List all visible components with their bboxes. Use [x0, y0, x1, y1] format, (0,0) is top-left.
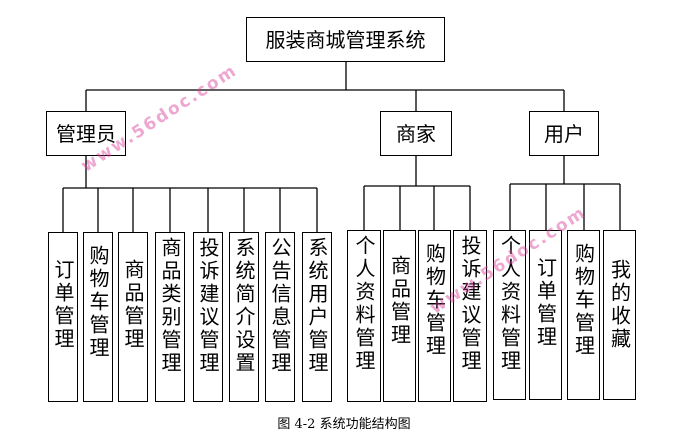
group-label-user: 用户	[544, 121, 584, 146]
group-node-merchant: 商家	[380, 111, 452, 156]
leaf-node: 商品管理	[383, 230, 416, 402]
leaf-node: 投诉建议管理	[193, 232, 223, 402]
leaf-node: 系统用户管理	[302, 232, 332, 402]
root-label: 服装商城管理系统	[265, 27, 426, 52]
leaf-node: 购物车管理	[418, 230, 451, 402]
leaf-label: 购物车管理	[571, 243, 596, 358]
leaf-label: 购物车管理	[86, 245, 110, 360]
leaf-node: 系统简介设置	[229, 232, 259, 402]
leaf-label: 商品管理	[121, 259, 145, 351]
leaf-label: 购物车管理	[422, 243, 447, 358]
leaf-label: 订单管理	[51, 259, 75, 351]
figure-caption: 图 4-2 系统功能结构图	[277, 417, 411, 432]
leaf-node: 我的收藏	[603, 230, 636, 400]
leaf-node: 订单管理	[48, 232, 78, 402]
group-node-admin: 管理员	[46, 111, 126, 156]
group-node-user: 用户	[529, 111, 599, 156]
leaf-label: 个人资料管理	[352, 235, 376, 373]
leaf-node: 购物车管理	[567, 230, 600, 400]
leaf-label: 商品管理	[387, 255, 412, 347]
leaf-node: 公告信息管理	[265, 232, 295, 402]
leaf-label: 投诉建议管理	[196, 237, 220, 375]
leaf-label: 商品类别管理	[158, 237, 182, 375]
leaf-node: 投诉建议管理	[453, 230, 487, 402]
leaf-node: 订单管理	[529, 230, 562, 400]
leaf-label: 订单管理	[533, 257, 558, 349]
leaf-label: 公告信息管理	[268, 237, 292, 375]
leaf-label: 投诉建议管理	[458, 235, 482, 373]
leaf-node: 个人资料管理	[493, 230, 526, 400]
leaf-label: 系统用户管理	[305, 237, 329, 375]
group-label-merchant: 商家	[396, 121, 436, 146]
group-label-admin: 管理员	[56, 121, 116, 146]
leaf-node: 商品类别管理	[155, 232, 185, 402]
leaf-label: 系统简介设置	[232, 237, 256, 375]
leaf-node: 商品管理	[118, 232, 148, 402]
leaf-node: 个人资料管理	[347, 230, 381, 402]
leaf-node: 购物车管理	[83, 232, 113, 402]
leaf-label: 个人资料管理	[497, 235, 522, 373]
leaf-label: 我的收藏	[607, 259, 632, 351]
root-node: 服装商城管理系统	[246, 17, 445, 62]
